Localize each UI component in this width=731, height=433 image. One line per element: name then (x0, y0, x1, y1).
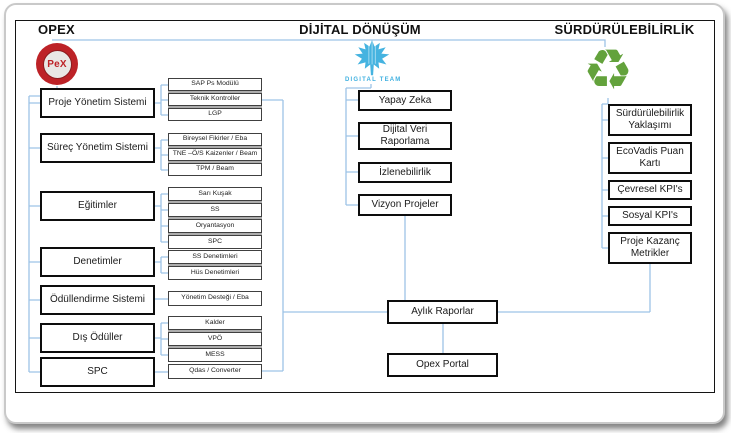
subgroup-surec-yonetim: Bireysel Fikirler / Eba TNE –Ö/S Kaizenl… (168, 133, 262, 176)
subitem-bireysel-fikirler: Bireysel Fikirler / Eba (168, 133, 262, 146)
subitem-oryantasyon: Oryantasyon (168, 219, 262, 233)
subitem-yonetim-destegi: Yönetim Desteği / Eba (168, 291, 262, 306)
subitem-kalder: Kalder (168, 316, 262, 330)
box-proje-yonetim-sistemi: Proje Yönetim Sistemi (40, 88, 155, 118)
subitem-mess: MESS (168, 348, 262, 362)
pex-logo: PeX (36, 43, 78, 85)
box-opex-portal: Opex Portal (387, 353, 498, 377)
subitem-sap-ps-modulu: SAP Ps Modülü (168, 78, 262, 91)
box-egitimler: Eğitimler (40, 191, 155, 221)
subgroup-dis-oduller: Kalder VPÖ MESS (168, 316, 262, 362)
subitem-tne-kaizenler: TNE –Ö/S Kaizenler / Beam (168, 148, 262, 161)
subgroup-proje-yonetim: SAP Ps Modülü Teknik Kontroller LGP (168, 78, 262, 121)
box-vizyon-projeler: Vizyon Projeler (358, 194, 452, 216)
subitem-tpm-beam: TPM / Beam (168, 163, 262, 176)
subgroup-spc: Qdas / Converter (168, 364, 262, 379)
header-opex: OPEX (38, 22, 75, 37)
box-aylik-raporlar: Aylık Raporlar (387, 300, 498, 324)
box-sosyal-kpis: Sosyal KPI's (608, 206, 692, 226)
pex-logo-text: PeX (47, 58, 67, 70)
box-denetimler: Denetimler (40, 247, 155, 277)
maple-leaf-icon (354, 40, 390, 76)
digital-team-logo: DIGITAL TEAM (345, 40, 402, 83)
box-surec-yonetim-sistemi: Süreç Yönetim Sistemi (40, 133, 155, 163)
header-surdurulebilirlik: SÜRDÜRÜLEBİLİRLİK (554, 22, 695, 37)
header-dijital-donusum: DİJİTAL DÖNÜŞÜM (299, 22, 421, 37)
subitem-sari-kusak: Sarı Kuşak (168, 187, 262, 201)
subitem-lgp: LGP (168, 108, 262, 121)
pex-logo-inner: PeX (42, 49, 72, 79)
subgroup-odullendirme: Yönetim Desteği / Eba (168, 291, 262, 306)
box-yapay-zeka: Yapay Zeka (358, 90, 452, 111)
box-proje-kazanc-metrikler: Proje Kazanç Metrikler (608, 232, 692, 264)
box-odullendirme-sistemi: Ödüllendirme Sistemi (40, 285, 155, 315)
subitem-spc-egitim: SPC (168, 235, 262, 249)
subitem-teknik-kontroller: Teknik Kontroller (168, 93, 262, 106)
box-dijital-veri-raporlama: Dijital Veri Raporlama (358, 122, 452, 150)
subitem-vpo: VPÖ (168, 332, 262, 346)
digital-team-label: DIGITAL TEAM (345, 77, 402, 83)
box-dis-oduller: Dış Ödüller (40, 323, 155, 353)
recycle-icon: ♻ (582, 38, 634, 103)
box-cevresel-kpis: Çevresel KPI's (608, 180, 692, 200)
subgroup-denetimler: SS Denetimleri Hüs Denetimleri (168, 250, 262, 280)
subitem-ss: SS (168, 203, 262, 217)
box-izlenebilirlik: İzlenebilirlik (358, 162, 452, 183)
subitem-hus-denetimleri: Hüs Denetimleri (168, 266, 262, 280)
subitem-ss-denetimleri: SS Denetimleri (168, 250, 262, 264)
subgroup-egitimler: Sarı Kuşak SS Oryantasyon SPC (168, 187, 262, 249)
box-spc: SPC (40, 357, 155, 387)
box-ecovadis-puan-karti: EcoVadis Puan Kartı (608, 142, 692, 174)
box-surdurulebilirlik-yaklasimi: Sürdürülebilirlik Yaklaşımı (608, 104, 692, 136)
subitem-qdas-converter: Qdas / Converter (168, 364, 262, 379)
